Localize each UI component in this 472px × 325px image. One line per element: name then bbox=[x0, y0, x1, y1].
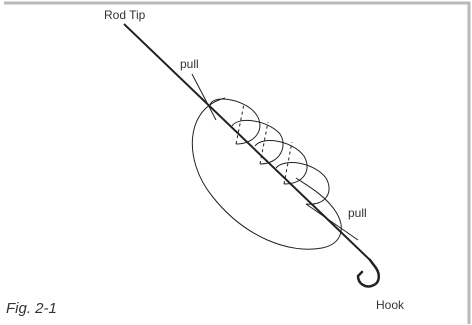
knot-outer-loop bbox=[191, 97, 342, 250]
coil-3 bbox=[254, 140, 308, 185]
hook-label: Hook bbox=[376, 298, 405, 312]
coil-1 bbox=[209, 98, 261, 145]
hook-icon bbox=[356, 258, 380, 288]
main-line bbox=[123, 23, 371, 261]
coil-2 bbox=[231, 119, 284, 165]
pull-upper-leader bbox=[191, 73, 217, 121]
figure-frame bbox=[4, 1, 471, 324]
rod-tip-label: Rod Tip bbox=[104, 8, 146, 22]
coil-4 bbox=[275, 162, 330, 205]
figure-caption: Fig. 2-1 bbox=[6, 300, 57, 317]
pull-lower-label: pull bbox=[348, 206, 367, 220]
coil-1-hidden bbox=[235, 103, 245, 145]
pull-upper-label: pull bbox=[180, 57, 199, 71]
tag-end-line bbox=[305, 203, 359, 241]
coil-3-hidden bbox=[283, 141, 293, 185]
